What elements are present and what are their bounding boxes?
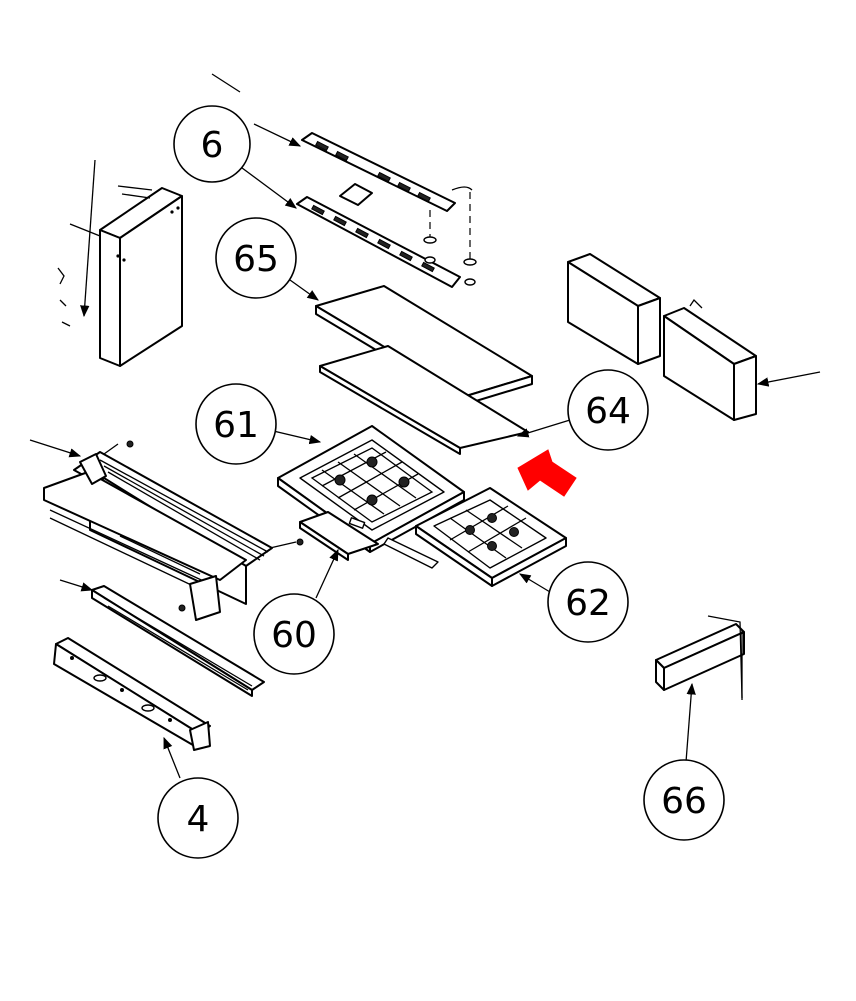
callout-64: 64 [567,369,649,451]
air-slide-bar [59,579,265,697]
callout-62: 62 [547,561,629,643]
block-66 [655,615,745,700]
callout-6-label: 6 [201,125,224,166]
baffle-bracket-lower [296,196,461,288]
callout-60: 60 [253,593,335,675]
baffle-bracket-upper [301,132,456,212]
callout-66-label: 66 [661,781,707,822]
grate-61 [277,425,465,553]
callout-61-label: 61 [213,405,259,446]
left-panel-screws [57,159,153,327]
callout-66: 66 [643,759,725,841]
callout-4: 4 [157,777,239,859]
side-brick-rear [567,253,661,365]
bracket-fasteners [423,186,477,286]
left-side-panel [99,187,183,367]
callout-60-label: 60 [271,615,317,656]
callout-4-label: 4 [187,799,210,840]
callout-6: 6 [173,105,251,183]
red-indicator-arrow [517,449,577,497]
callout-65-label: 65 [233,239,279,280]
air-control-plate-4 [53,637,211,751]
side-brick-front [663,298,821,421]
callout-61: 61 [195,383,277,465]
callout-62-label: 62 [565,583,611,624]
callout-65: 65 [215,217,297,299]
grate-62 [383,487,567,587]
callout-64-label: 64 [585,391,631,432]
air-channel-assembly [29,439,304,621]
